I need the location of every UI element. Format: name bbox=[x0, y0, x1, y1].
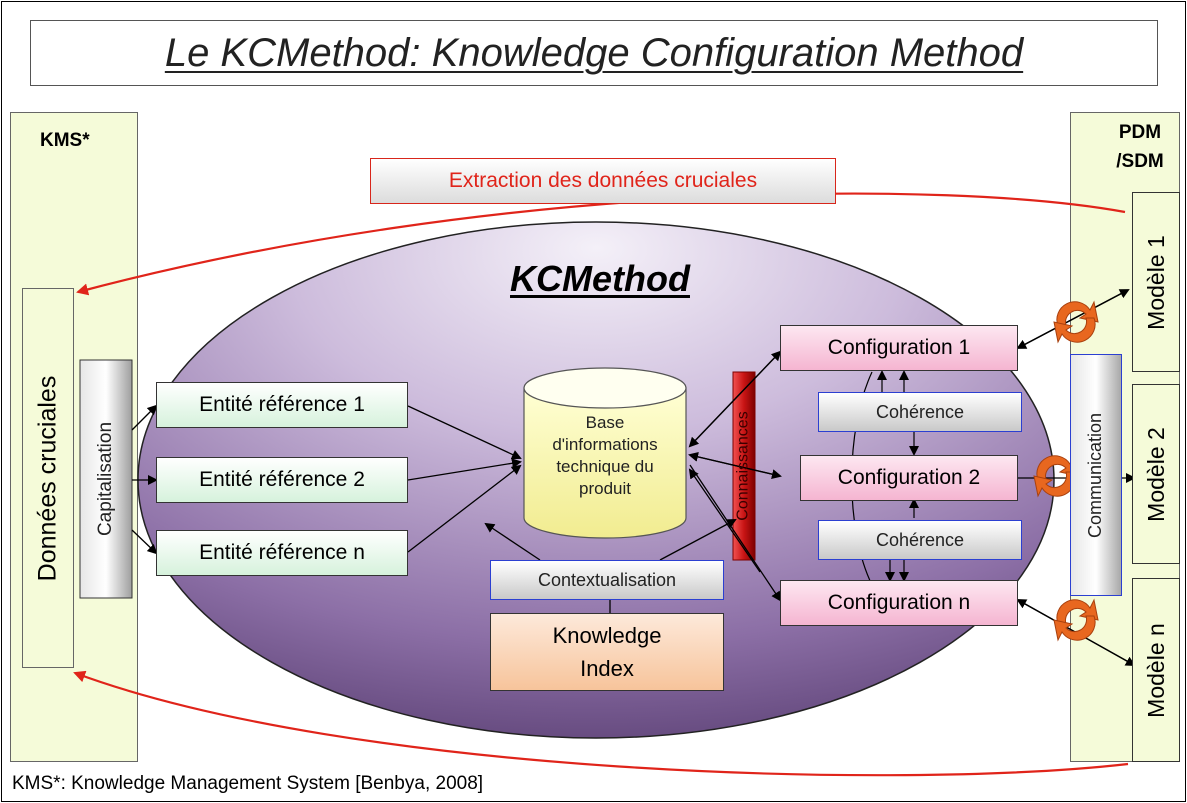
config1-base-arrow bbox=[688, 351, 781, 448]
database-label-line2: d'informations bbox=[552, 435, 658, 454]
entity-reference-n: Entité référence n bbox=[156, 530, 408, 576]
pdm-label: PDM /SDM bbox=[1100, 118, 1180, 176]
configuration-n-label: Configuration n bbox=[827, 591, 971, 614]
knowledge-index-box: Knowledge Index bbox=[490, 613, 724, 691]
model-2-label: Modèle 2 bbox=[1142, 426, 1169, 522]
communication-label: Communication bbox=[1085, 412, 1106, 538]
database-label-line1: Base bbox=[585, 413, 625, 432]
configuration-2-label: Configuration 2 bbox=[837, 466, 981, 489]
slide-title-text: Le KCMethod: Knowledge Configuration Met… bbox=[164, 30, 1024, 75]
kcmethod-title: KCMethod bbox=[480, 258, 720, 300]
coherence-2-label: Cohérence bbox=[875, 529, 965, 550]
capitalisation-label: Capitalisation bbox=[95, 421, 117, 537]
coherence-1-label: Cohérence bbox=[875, 401, 965, 422]
donnees-cruciales-box: Données cruciales bbox=[22, 288, 74, 668]
footer-note: KMS*: Knowledge Management System [Benby… bbox=[12, 773, 484, 794]
context-right-arrow bbox=[659, 519, 737, 561]
connaissances-label: Connaissances bbox=[735, 411, 752, 521]
model-1-box: Modèle 1 bbox=[1132, 192, 1180, 372]
base-confign-arrow bbox=[689, 464, 782, 602]
communication-bar: Communication bbox=[1070, 354, 1122, 596]
slide-title: Le KCMethod: Knowledge Configuration Met… bbox=[30, 20, 1158, 86]
model-n-box: Modèle n bbox=[1132, 578, 1180, 762]
extraction-label: Extraction des données cruciales bbox=[448, 169, 758, 192]
knowledge-index-line2: Index bbox=[580, 656, 634, 681]
capitalisation-label-box: Capitalisation bbox=[80, 360, 132, 598]
entity2-base-arrow bbox=[407, 458, 522, 481]
sync-arrows-icon bbox=[1053, 300, 1099, 344]
coherence-box-2: Cohérence bbox=[818, 520, 1022, 560]
extraction-box: Extraction des données cruciales bbox=[370, 158, 836, 204]
kcmethod-title-text: KCMethod bbox=[510, 258, 690, 299]
pdm-label-line2: /SDM bbox=[1116, 151, 1164, 172]
database-label-line4: produit bbox=[579, 479, 631, 498]
sync-arrows-icon bbox=[1053, 598, 1099, 642]
connaissances-label-box: Connaissances bbox=[733, 372, 755, 560]
contextualisation-box: Contextualisation bbox=[490, 560, 724, 600]
kms-label: KMS* bbox=[40, 130, 90, 151]
pdm-label-line1: PDM bbox=[1118, 122, 1162, 143]
database-label: Base d'informations technique du produit bbox=[524, 412, 686, 500]
cap-entity1-arrow bbox=[131, 404, 158, 431]
entity-reference-1: Entité référence 1 bbox=[156, 382, 408, 428]
model-1-label: Modèle 1 bbox=[1142, 234, 1169, 330]
entity-reference-n-label: Entité référence n bbox=[199, 541, 365, 564]
confign-base-arrow bbox=[688, 468, 761, 573]
database-cylinder bbox=[523, 367, 687, 539]
capitalisation-bar bbox=[79, 359, 133, 599]
database-label-line3: technique du bbox=[556, 457, 654, 476]
coherence-box-1: Cohérence bbox=[818, 392, 1022, 432]
entity-reference-2: Entité référence 2 bbox=[156, 457, 408, 503]
entity-reference-2-label: Entité référence 2 bbox=[199, 468, 365, 491]
model1-config1-arrow bbox=[1016, 289, 1129, 349]
configuration-n: Configuration n bbox=[780, 580, 1018, 626]
configuration-2: Configuration 2 bbox=[800, 455, 1018, 501]
contextualisation-label: Contextualisation bbox=[537, 569, 677, 590]
configuration-1-label: Configuration 1 bbox=[827, 336, 971, 359]
cap-entityn-arrow bbox=[131, 529, 158, 555]
config2-base-arrow bbox=[688, 451, 781, 477]
return-arrow bbox=[73, 670, 1129, 777]
model-n-label: Modèle n bbox=[1142, 622, 1169, 718]
context-left-arrow bbox=[484, 522, 541, 561]
entity1-base-arrow bbox=[407, 405, 522, 460]
configuration-1: Configuration 1 bbox=[780, 325, 1018, 371]
model-2-box: Modèle 2 bbox=[1132, 384, 1180, 564]
entityn-base-arrow bbox=[407, 464, 522, 553]
entity-reference-1-label: Entité référence 1 bbox=[199, 393, 365, 416]
knowledge-index-line1: Knowledge bbox=[552, 623, 662, 648]
connaissances-bar bbox=[732, 371, 756, 561]
